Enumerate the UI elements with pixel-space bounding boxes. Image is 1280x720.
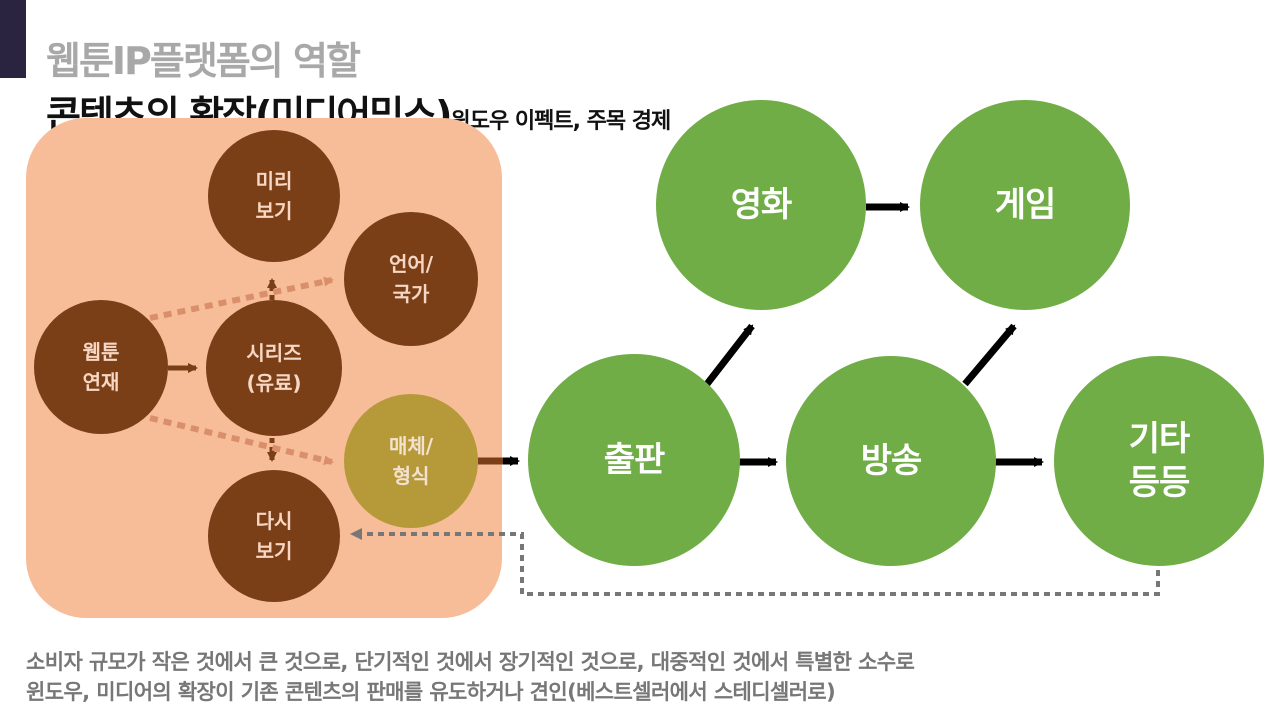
node-rewatch: 다시 보기	[208, 470, 340, 602]
slide-kicker: 웹툰IP플랫폼의 역할	[46, 39, 361, 83]
node-game: 게임	[920, 100, 1130, 310]
arrow-webtoon-to-language	[149, 276, 334, 321]
node-preview: 미리 보기	[208, 130, 340, 262]
footer-line-1: 소비자 규모가 작은 것에서 큰 것으로, 단기적인 것에서 장기적인 것으로,…	[26, 650, 915, 674]
footer-line-2: 윈도우, 미디어의 확장이 기존 콘텐츠의 판매를 유도하거나 견인(베스트셀러…	[26, 680, 836, 704]
node-movie: 영화	[656, 100, 866, 310]
slide-subtitle: 윈도우 이펙트, 주목 경제	[450, 109, 672, 134]
arrow-broadcast-to-game	[962, 323, 1017, 387]
node-media: 매체/ 형식	[344, 394, 478, 528]
node-webtoon: 웹툰 연재	[34, 300, 168, 434]
node-language: 언어/ 국가	[344, 212, 478, 346]
node-series: 시리즈 (유료)	[206, 300, 342, 436]
arrow-webtoon-to-media	[149, 415, 334, 465]
node-publishing: 출판	[528, 354, 740, 566]
accent-bar	[0, 0, 26, 78]
node-etc: 기타 등등	[1054, 356, 1264, 566]
arrow-publishing-to-movie	[704, 323, 755, 387]
arrow-etc-to-rewatch	[350, 528, 1160, 596]
node-broadcast: 방송	[786, 356, 996, 566]
